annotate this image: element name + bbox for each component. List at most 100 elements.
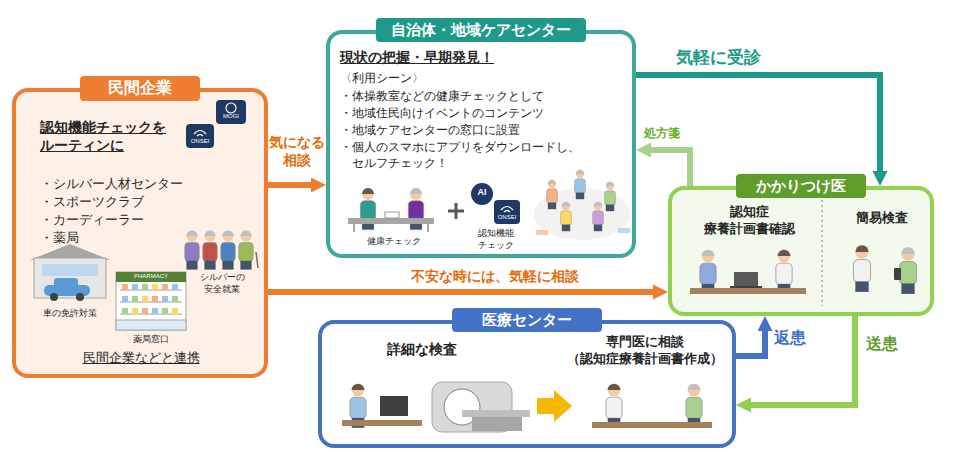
person-hair <box>548 180 556 184</box>
person-hair <box>608 384 621 390</box>
person-figure <box>776 250 792 294</box>
list-item: ・薬局 <box>40 230 240 247</box>
pharmacy-building <box>116 272 186 330</box>
text-slot: 医療センター <box>452 308 602 332</box>
organization-box: 民間企業認知機能チェックを ルーティンにONSEIMOGI・シルバー人材センター… <box>12 88 268 378</box>
edge-label: 不安な時には、気軽に相談 <box>370 267 620 285</box>
person-hair <box>352 384 365 390</box>
logo-text: ONSEI <box>187 138 213 146</box>
person-head <box>901 247 914 260</box>
list-item: ・カーディーラー <box>40 212 240 229</box>
text-slot: 認知機能 チェック <box>466 228 526 251</box>
pharmacy-sign <box>116 272 186 282</box>
person-head <box>204 230 215 241</box>
text-slot: ・地域ケアセンターの窓口に設置 <box>340 123 630 139</box>
person-figure <box>547 180 558 209</box>
person-body <box>899 262 916 285</box>
person-body <box>350 397 366 419</box>
text-slot: 詳細な検査 <box>362 340 482 358</box>
car-wheel <box>76 293 84 301</box>
person-figure <box>561 202 572 231</box>
text-slot: 〈利用シーン〉 <box>340 71 620 87</box>
person-body <box>700 263 716 285</box>
person-hair <box>606 182 614 186</box>
flow-arrow <box>651 150 690 186</box>
edge-label: 気になる 相談 <box>268 133 326 169</box>
list-item: ・地域住民向けイベントのコンテンツ <box>340 106 630 122</box>
step-label: 詳細な検査 <box>362 340 482 358</box>
clinic-box: かかりつけ医認知症 療養計画書確認簡易検査 <box>668 186 934 316</box>
text-slot: 健康チェック <box>346 236 442 248</box>
ai-icon <box>471 183 493 205</box>
text-slot: 自治体・地域ケアセンター <box>376 18 586 42</box>
person-head <box>222 230 233 241</box>
person-body <box>686 397 702 419</box>
person-hair <box>901 247 914 254</box>
text-slot: AI <box>471 187 493 199</box>
person-head <box>608 384 621 397</box>
text-slot: 民間企業などと連携 <box>56 350 226 367</box>
person-head <box>548 180 556 188</box>
desk <box>342 420 422 426</box>
illustration-caption: 認知機能 チェック <box>466 228 526 251</box>
list-item: ・シルバー人材センター <box>40 176 240 193</box>
text-slot: 処方箋 <box>644 126 688 142</box>
text-slot: 薬局窓口 <box>116 334 186 346</box>
shelf-item <box>122 284 128 290</box>
person-legs <box>606 205 614 212</box>
person-legs <box>240 261 251 270</box>
heading-tab: 医療センター <box>452 308 602 332</box>
logo-text: ONSEI <box>494 214 520 222</box>
text-slot: ・個人のスマホにアプリをダウンロードし、 セルフチェック！ <box>340 140 594 171</box>
person-legs <box>855 281 868 291</box>
person-figure <box>221 230 235 269</box>
box-footer: 民間企業などと連携 <box>56 350 226 367</box>
hospital-box: 医療センター詳細な検査専門医に相談 （認知症療養計画書作成） <box>318 320 736 448</box>
edge-label: 返患 <box>774 328 818 349</box>
person-body <box>239 242 253 261</box>
text-slot: 認知機能チェックを ルーティンに <box>40 118 180 154</box>
car-wheel <box>50 293 58 301</box>
logo-text: AI <box>471 187 493 199</box>
list-item: ・地域ケアセンターの窓口に設置 <box>340 123 630 139</box>
flow-arrow <box>636 75 880 171</box>
illustration-caption: 薬局窓口 <box>116 334 186 346</box>
shelf-item <box>172 308 178 314</box>
desk <box>690 288 806 294</box>
text-slot: 返患 <box>774 328 818 349</box>
flow-arrow <box>537 390 572 422</box>
step-label: 認知症 療養計画書確認 <box>687 204 812 238</box>
desk <box>592 422 712 428</box>
person-figure <box>185 230 199 269</box>
person-body <box>605 191 616 205</box>
person-body <box>185 242 199 261</box>
step-label: 専門医に相談 （認知症療養計画書作成） <box>557 334 732 368</box>
shelf-item <box>162 296 168 302</box>
text-slot: PHARMACY <box>116 273 186 281</box>
person-hair <box>594 202 602 206</box>
smartphone <box>894 268 901 280</box>
logo-wheel <box>226 103 236 113</box>
list-item: ・スポーツクラブ <box>40 194 240 211</box>
shelf-item <box>142 296 148 302</box>
text-slot: 認知症 療養計画書確認 <box>687 204 812 238</box>
person-head <box>576 170 584 178</box>
text-slot: 専門医に相談 （認知症療養計画書作成） <box>557 334 732 368</box>
person-hair <box>186 230 197 236</box>
person-legs <box>576 193 584 200</box>
person-body <box>776 263 792 285</box>
person-hair <box>702 250 715 256</box>
pharmacy-counter <box>116 320 186 330</box>
text-slot: ・体操教室などの健康チェックとして <box>340 89 630 105</box>
person-hair <box>222 230 233 236</box>
list-item: ・個人のスマホにアプリをダウンロードし、 セルフチェック！ <box>340 140 594 171</box>
person-body <box>221 242 235 261</box>
person-figure <box>593 202 604 231</box>
text-slot: ・カーディーラー <box>40 212 240 229</box>
person-figure <box>899 247 916 294</box>
shelf-item <box>132 308 138 314</box>
laptop-screen <box>734 272 758 287</box>
text-slot: ・スポーツクラブ <box>40 194 240 211</box>
shelf-item <box>162 284 168 290</box>
